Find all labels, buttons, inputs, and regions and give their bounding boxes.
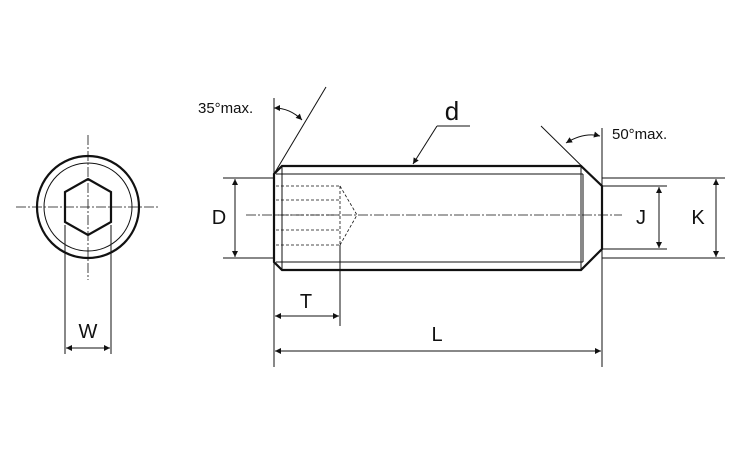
angle-left-arc [273,105,303,121]
side-view: 35°max. 50°max. d D J K T L [198,86,725,367]
label-w: W [79,321,98,343]
label-D: D [212,207,226,229]
angle-left-leader [273,86,327,175]
angle-right-leader [540,125,603,187]
end-view-outer-circle [35,154,141,260]
label-angle-left: 35°max. [198,100,253,117]
angle-right-arc [565,131,601,144]
end-view-inner-circle [43,162,133,252]
label-d: d [445,96,459,126]
label-L: L [431,324,442,346]
end-view: W [16,135,158,354]
label-angle-right: 50°max. [612,126,667,143]
label-T: T [300,291,312,313]
screw-body-outline [272,164,604,272]
hidden-socket [276,185,358,246]
d-leader-arrow [412,125,438,165]
hex-socket-icon [63,177,113,237]
label-K: K [691,207,705,229]
label-J: J [636,207,646,229]
